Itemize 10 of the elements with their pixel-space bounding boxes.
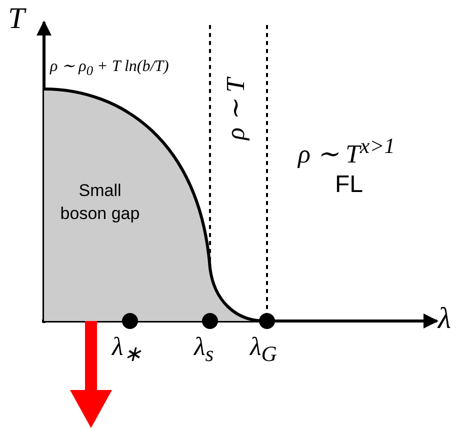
formula-label: ρ ∼ T: [222, 78, 251, 140]
formula-label: ρ ∼ ρ$_{0}$ + T ln(b/T): [50, 58, 169, 79]
point-label: λ$_{G}$: [250, 333, 277, 368]
point-label: λ$_{s}$: [194, 333, 214, 368]
region-label: Small boson gap: [60, 180, 140, 225]
formula-label: ρ ∼ T$^{x>1}$: [298, 135, 396, 170]
point-label: λ$_{∗}$: [112, 333, 142, 368]
axis-label: T: [8, 2, 25, 35]
axis-label: λ: [438, 302, 451, 335]
phase-label: FL: [335, 172, 364, 198]
